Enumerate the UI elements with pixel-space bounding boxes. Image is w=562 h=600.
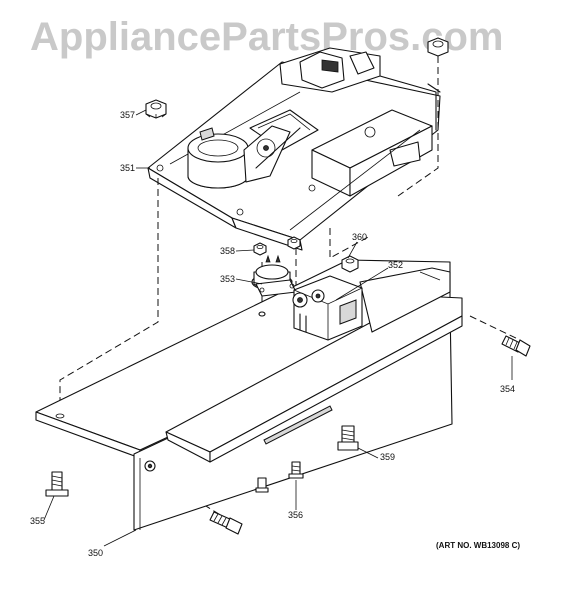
screw-356 bbox=[288, 461, 304, 479]
thermostat-353 bbox=[251, 254, 297, 297]
callout-351: 351 bbox=[120, 163, 135, 173]
motor-bracket-assembly bbox=[147, 47, 441, 251]
callout-352: 352 bbox=[388, 260, 403, 270]
switch-352 bbox=[292, 275, 363, 341]
nut-small-center bbox=[287, 236, 301, 250]
screw-front-flange bbox=[209, 511, 243, 535]
callout-355: 355 bbox=[30, 516, 45, 526]
screw-354 bbox=[501, 335, 531, 357]
callout-356: 356 bbox=[288, 510, 303, 520]
callout-360: 360 bbox=[352, 232, 367, 242]
art-number-label: (ART NO. WB13098 C) bbox=[436, 541, 520, 550]
callout-353: 353 bbox=[220, 274, 235, 284]
nut-360 bbox=[341, 255, 359, 273]
washer-small bbox=[258, 311, 266, 317]
hex-nut-upper-right bbox=[427, 37, 449, 57]
screw-359 bbox=[337, 425, 359, 451]
callout-350: 350 bbox=[88, 548, 103, 558]
nut-358 bbox=[253, 242, 267, 256]
callout-359: 359 bbox=[380, 452, 395, 462]
callout-leaders bbox=[43, 109, 513, 547]
screw-355 bbox=[45, 471, 69, 497]
callout-357: 357 bbox=[120, 110, 135, 120]
hex-nut-357 bbox=[145, 99, 167, 119]
screw-small-lower bbox=[255, 477, 269, 493]
base-plate bbox=[35, 259, 463, 531]
callout-354: 354 bbox=[500, 384, 515, 394]
watermark-text: AppliancePartsPros.com bbox=[30, 15, 504, 59]
callout-358: 358 bbox=[220, 246, 235, 256]
